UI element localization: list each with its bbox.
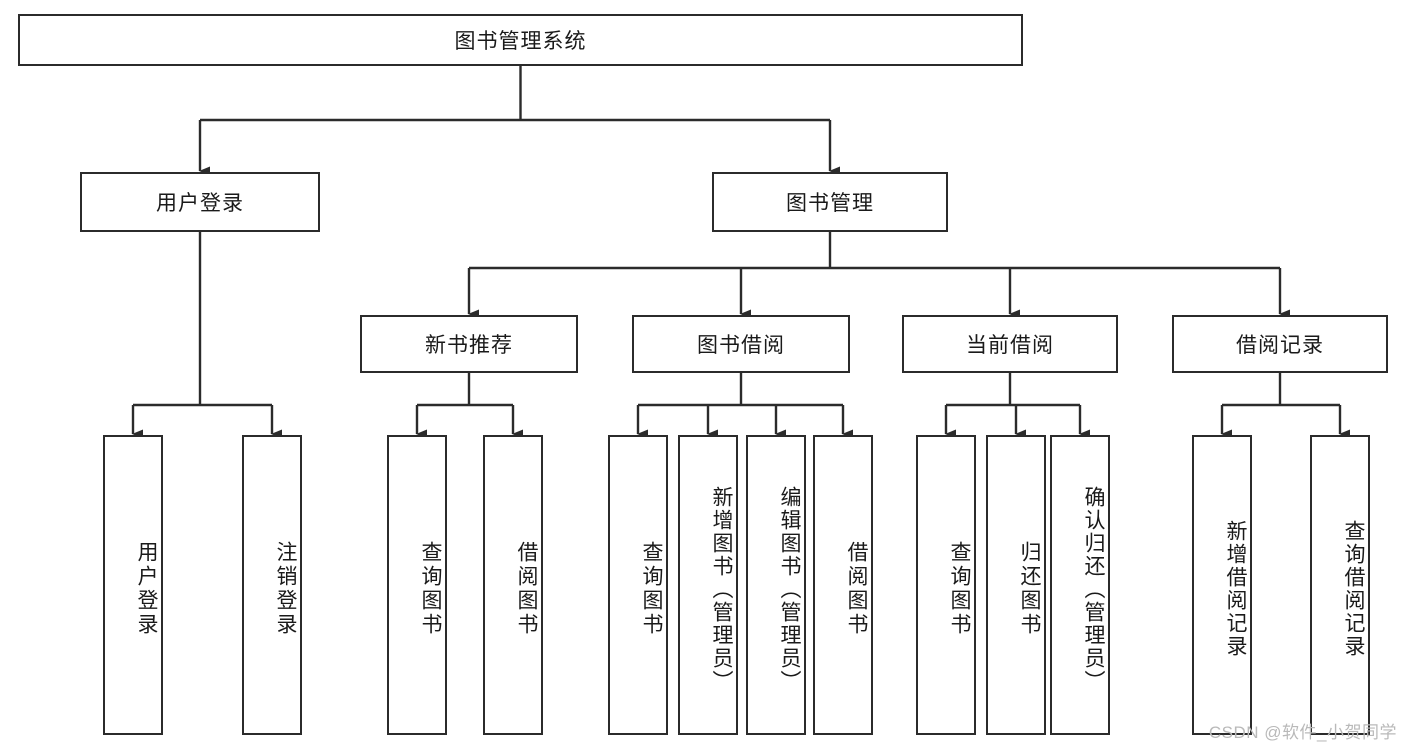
node-user-login[interactable]: 用户登录 bbox=[80, 172, 320, 232]
node-current-borrow-label: 当前借阅 bbox=[966, 334, 1054, 357]
node-book-manage[interactable]: 图书管理 bbox=[712, 172, 948, 232]
leaf-query-book-borrow[interactable]: 查询图书 bbox=[608, 435, 668, 735]
node-borrow-record-label: 借阅记录 bbox=[1236, 334, 1324, 357]
leaf-return-book-label: 归还图书 bbox=[1018, 541, 1041, 637]
leaf-confirm-return-label: 确认归还（管理员） bbox=[1082, 485, 1105, 693]
node-root-label: 图书管理系统 bbox=[454, 30, 587, 53]
leaf-borrow-book[interactable]: 借阅图书 bbox=[813, 435, 873, 735]
leaf-confirm-return[interactable]: 确认归还（管理员） bbox=[1050, 435, 1110, 735]
leaf-query-book-rec[interactable]: 查询图书 bbox=[387, 435, 447, 735]
leaf-query-book-cur[interactable]: 查询图书 bbox=[916, 435, 976, 735]
node-book-borrow-label: 图书借阅 bbox=[697, 334, 785, 357]
leaf-edit-book-label: 编辑图书（管理员） bbox=[778, 485, 801, 693]
leaf-query-book-rec-label: 查询图书 bbox=[419, 541, 442, 637]
leaf-user-login-label: 用户登录 bbox=[135, 541, 158, 637]
leaf-edit-book[interactable]: 编辑图书（管理员） bbox=[746, 435, 806, 735]
leaf-query-book-borrow-label: 查询图书 bbox=[640, 541, 663, 637]
leaf-add-book-label: 新增图书（管理员） bbox=[710, 485, 733, 693]
leaf-return-book[interactable]: 归还图书 bbox=[986, 435, 1046, 735]
node-book-borrow[interactable]: 图书借阅 bbox=[632, 315, 850, 373]
leaf-add-book[interactable]: 新增图书（管理员） bbox=[678, 435, 738, 735]
leaf-borrow-book-label: 借阅图书 bbox=[845, 541, 868, 637]
node-book-manage-label: 图书管理 bbox=[786, 192, 874, 215]
node-new-book-rec-label: 新书推荐 bbox=[425, 334, 513, 357]
node-root[interactable]: 图书管理系统 bbox=[18, 14, 1023, 66]
node-new-book-rec[interactable]: 新书推荐 bbox=[360, 315, 578, 373]
leaf-logout[interactable]: 注销登录 bbox=[242, 435, 302, 735]
leaf-query-record[interactable]: 查询借阅记录 bbox=[1310, 435, 1370, 735]
leaf-query-book-cur-label: 查询图书 bbox=[948, 541, 971, 637]
connector-lines bbox=[131, 66, 1350, 439]
node-user-login-label: 用户登录 bbox=[156, 192, 244, 215]
leaf-logout-label: 注销登录 bbox=[274, 541, 297, 637]
leaf-add-record[interactable]: 新增借阅记录 bbox=[1192, 435, 1252, 735]
node-borrow-record[interactable]: 借阅记录 bbox=[1172, 315, 1388, 373]
leaf-query-record-label: 查询借阅记录 bbox=[1342, 520, 1365, 658]
leaf-borrow-book-rec-label: 借阅图书 bbox=[515, 541, 538, 637]
node-current-borrow[interactable]: 当前借阅 bbox=[902, 315, 1118, 373]
leaf-borrow-book-rec[interactable]: 借阅图书 bbox=[483, 435, 543, 735]
leaf-add-record-label: 新增借阅记录 bbox=[1224, 520, 1247, 658]
leaf-user-login[interactable]: 用户登录 bbox=[103, 435, 163, 735]
watermark-text: CSDN @软件_小贺同学 bbox=[1208, 723, 1397, 742]
